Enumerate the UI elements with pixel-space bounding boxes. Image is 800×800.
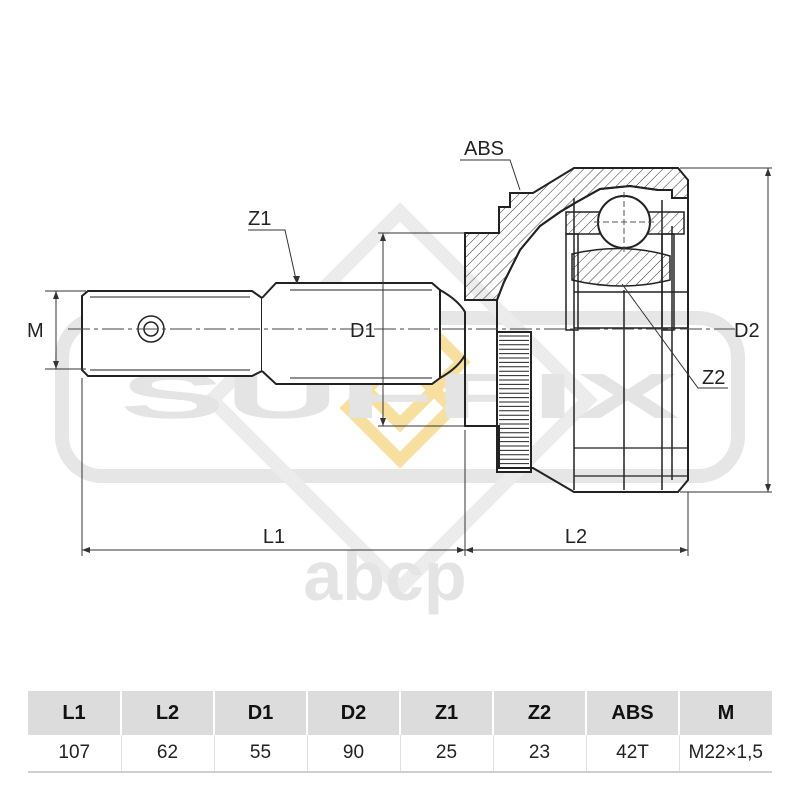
outer-housing — [464, 167, 689, 493]
label-z2: Z2 — [702, 367, 725, 389]
watermark-site: abcp — [303, 537, 466, 615]
spec-header-d1: D1 — [214, 691, 308, 735]
spec-value-row: 107 62 55 90 25 23 42T M22×1,5 — [28, 735, 772, 773]
abs-ring — [496, 331, 532, 473]
label-d1: D1 — [350, 320, 376, 342]
spec-value-d1: 55 — [214, 735, 308, 773]
inner-race — [565, 192, 685, 331]
housing-body — [496, 184, 689, 493]
spec-header-m: M — [679, 691, 772, 735]
label-l1: L1 — [263, 526, 285, 548]
watermark-diamond-gold-2 — [339, 347, 461, 469]
shaft-neck — [439, 289, 466, 379]
spec-header-abs: ABS — [586, 691, 680, 735]
spec-value-l1: 107 — [28, 735, 122, 773]
spec-header-z2: Z2 — [493, 691, 587, 735]
spec-value-l2: 62 — [121, 735, 215, 773]
label-d2: D2 — [734, 320, 760, 342]
label-z1: Z1 — [248, 208, 271, 230]
dimension-lines — [45, 159, 772, 556]
spec-value-z2: 23 — [493, 735, 587, 773]
thread-end — [81, 290, 263, 377]
spec-value-d2: 90 — [307, 735, 401, 773]
label-l2: L2 — [565, 526, 587, 548]
spec-value-m: M22×1,5 — [679, 735, 772, 773]
spec-header-l1: L1 — [28, 691, 122, 735]
leader-z2 — [621, 283, 728, 389]
spec-header-l2: L2 — [121, 691, 215, 735]
leader-abs — [460, 159, 521, 191]
spec-value-z1: 25 — [400, 735, 494, 773]
dimension-arrows — [53, 168, 771, 553]
stub-shaft — [81, 282, 533, 469]
spec-value-abs: 42T — [586, 735, 680, 773]
spec-table: L1 L2 D1 D2 Z1 Z2 ABS M 107 62 55 90 25 … — [28, 691, 772, 773]
label-m: M — [27, 320, 44, 342]
leader-z1 — [248, 229, 298, 285]
flange-lower — [464, 355, 533, 469]
spec-header-row: L1 L2 D1 D2 Z1 Z2 ABS M — [28, 691, 772, 735]
spline-section — [261, 282, 441, 385]
spec-header-z1: Z1 — [400, 691, 494, 735]
label-abs: ABS — [464, 138, 504, 160]
spec-header-d2: D2 — [307, 691, 401, 735]
